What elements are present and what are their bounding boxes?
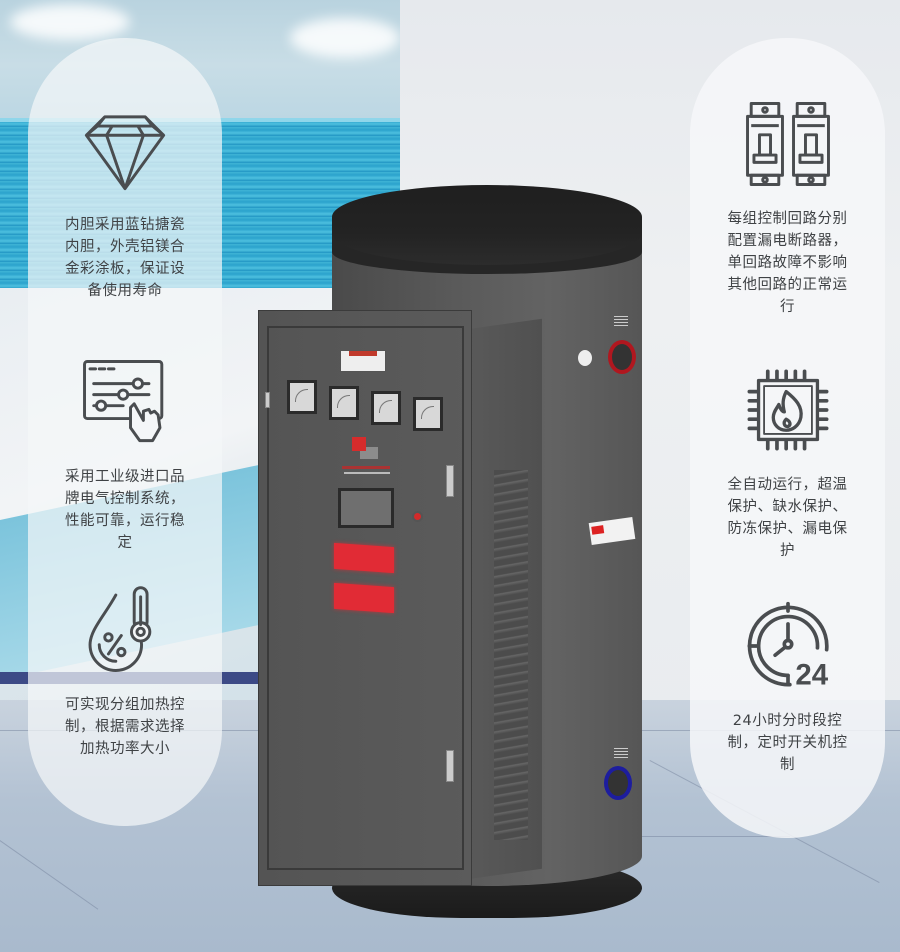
feature-text: 每组控制回路分别配置漏电断路器，单回路故障不影响其他回路的正常运行 bbox=[727, 211, 848, 315]
circuit-breaker-icon bbox=[745, 102, 830, 186]
right-feature-panel: 每组控制回路分别配置漏电断路器，单回路故障不影响其他回路的正常运行 全自动运行，… bbox=[690, 38, 885, 838]
chip-flame-icon bbox=[747, 369, 828, 451]
left-feature-panel: 内胆采用蓝钻搪瓷内胆，外壳铝镁合金彩涂板，保证设备使用寿命 采用工业级进口品牌电… bbox=[28, 38, 222, 826]
water-drop-thermometer-icon bbox=[88, 586, 152, 672]
feature-text: 24小时分时段控制，定时开关机控制 bbox=[727, 713, 848, 773]
feature-text: 可实现分组加热控制，根据需求选择加热功率大小 bbox=[65, 697, 185, 757]
svg-text:24: 24 bbox=[795, 659, 828, 692]
feature-text: 采用工业级进口品牌电气控制系统，性能可靠，运行稳定 bbox=[65, 469, 185, 551]
diamond-icon bbox=[84, 115, 166, 191]
feature-inner-tank: 内胆采用蓝钻搪瓷内胆，外壳铝镁合金彩涂板，保证设备使用寿命 bbox=[28, 104, 222, 302]
feature-text: 内胆采用蓝钻搪瓷内胆，外壳铝镁合金彩涂板，保证设备使用寿命 bbox=[65, 217, 185, 299]
feature-leakage-breaker: 每组控制回路分别配置漏电断路器，单回路故障不影响其他回路的正常运行 bbox=[690, 98, 885, 318]
feature-auto-protection: 全自动运行，超温保护、缺水保护、防冻保护、漏电保护 bbox=[690, 364, 885, 562]
feature-timer-control: 24 24小时分时段控制，定时开关机控制 bbox=[690, 600, 885, 776]
control-panel-touch-icon bbox=[83, 360, 164, 443]
feature-control-system: 采用工业级进口品牌电气控制系统，性能可靠，运行稳定 bbox=[28, 356, 222, 554]
feature-group-heating: 可实现分组加热控制，根据需求选择加热功率大小 bbox=[28, 584, 222, 760]
feature-text: 全自动运行，超温保护、缺水保护、防冻保护、漏电保护 bbox=[727, 477, 848, 559]
clock-24h-icon: 24 bbox=[747, 601, 828, 692]
